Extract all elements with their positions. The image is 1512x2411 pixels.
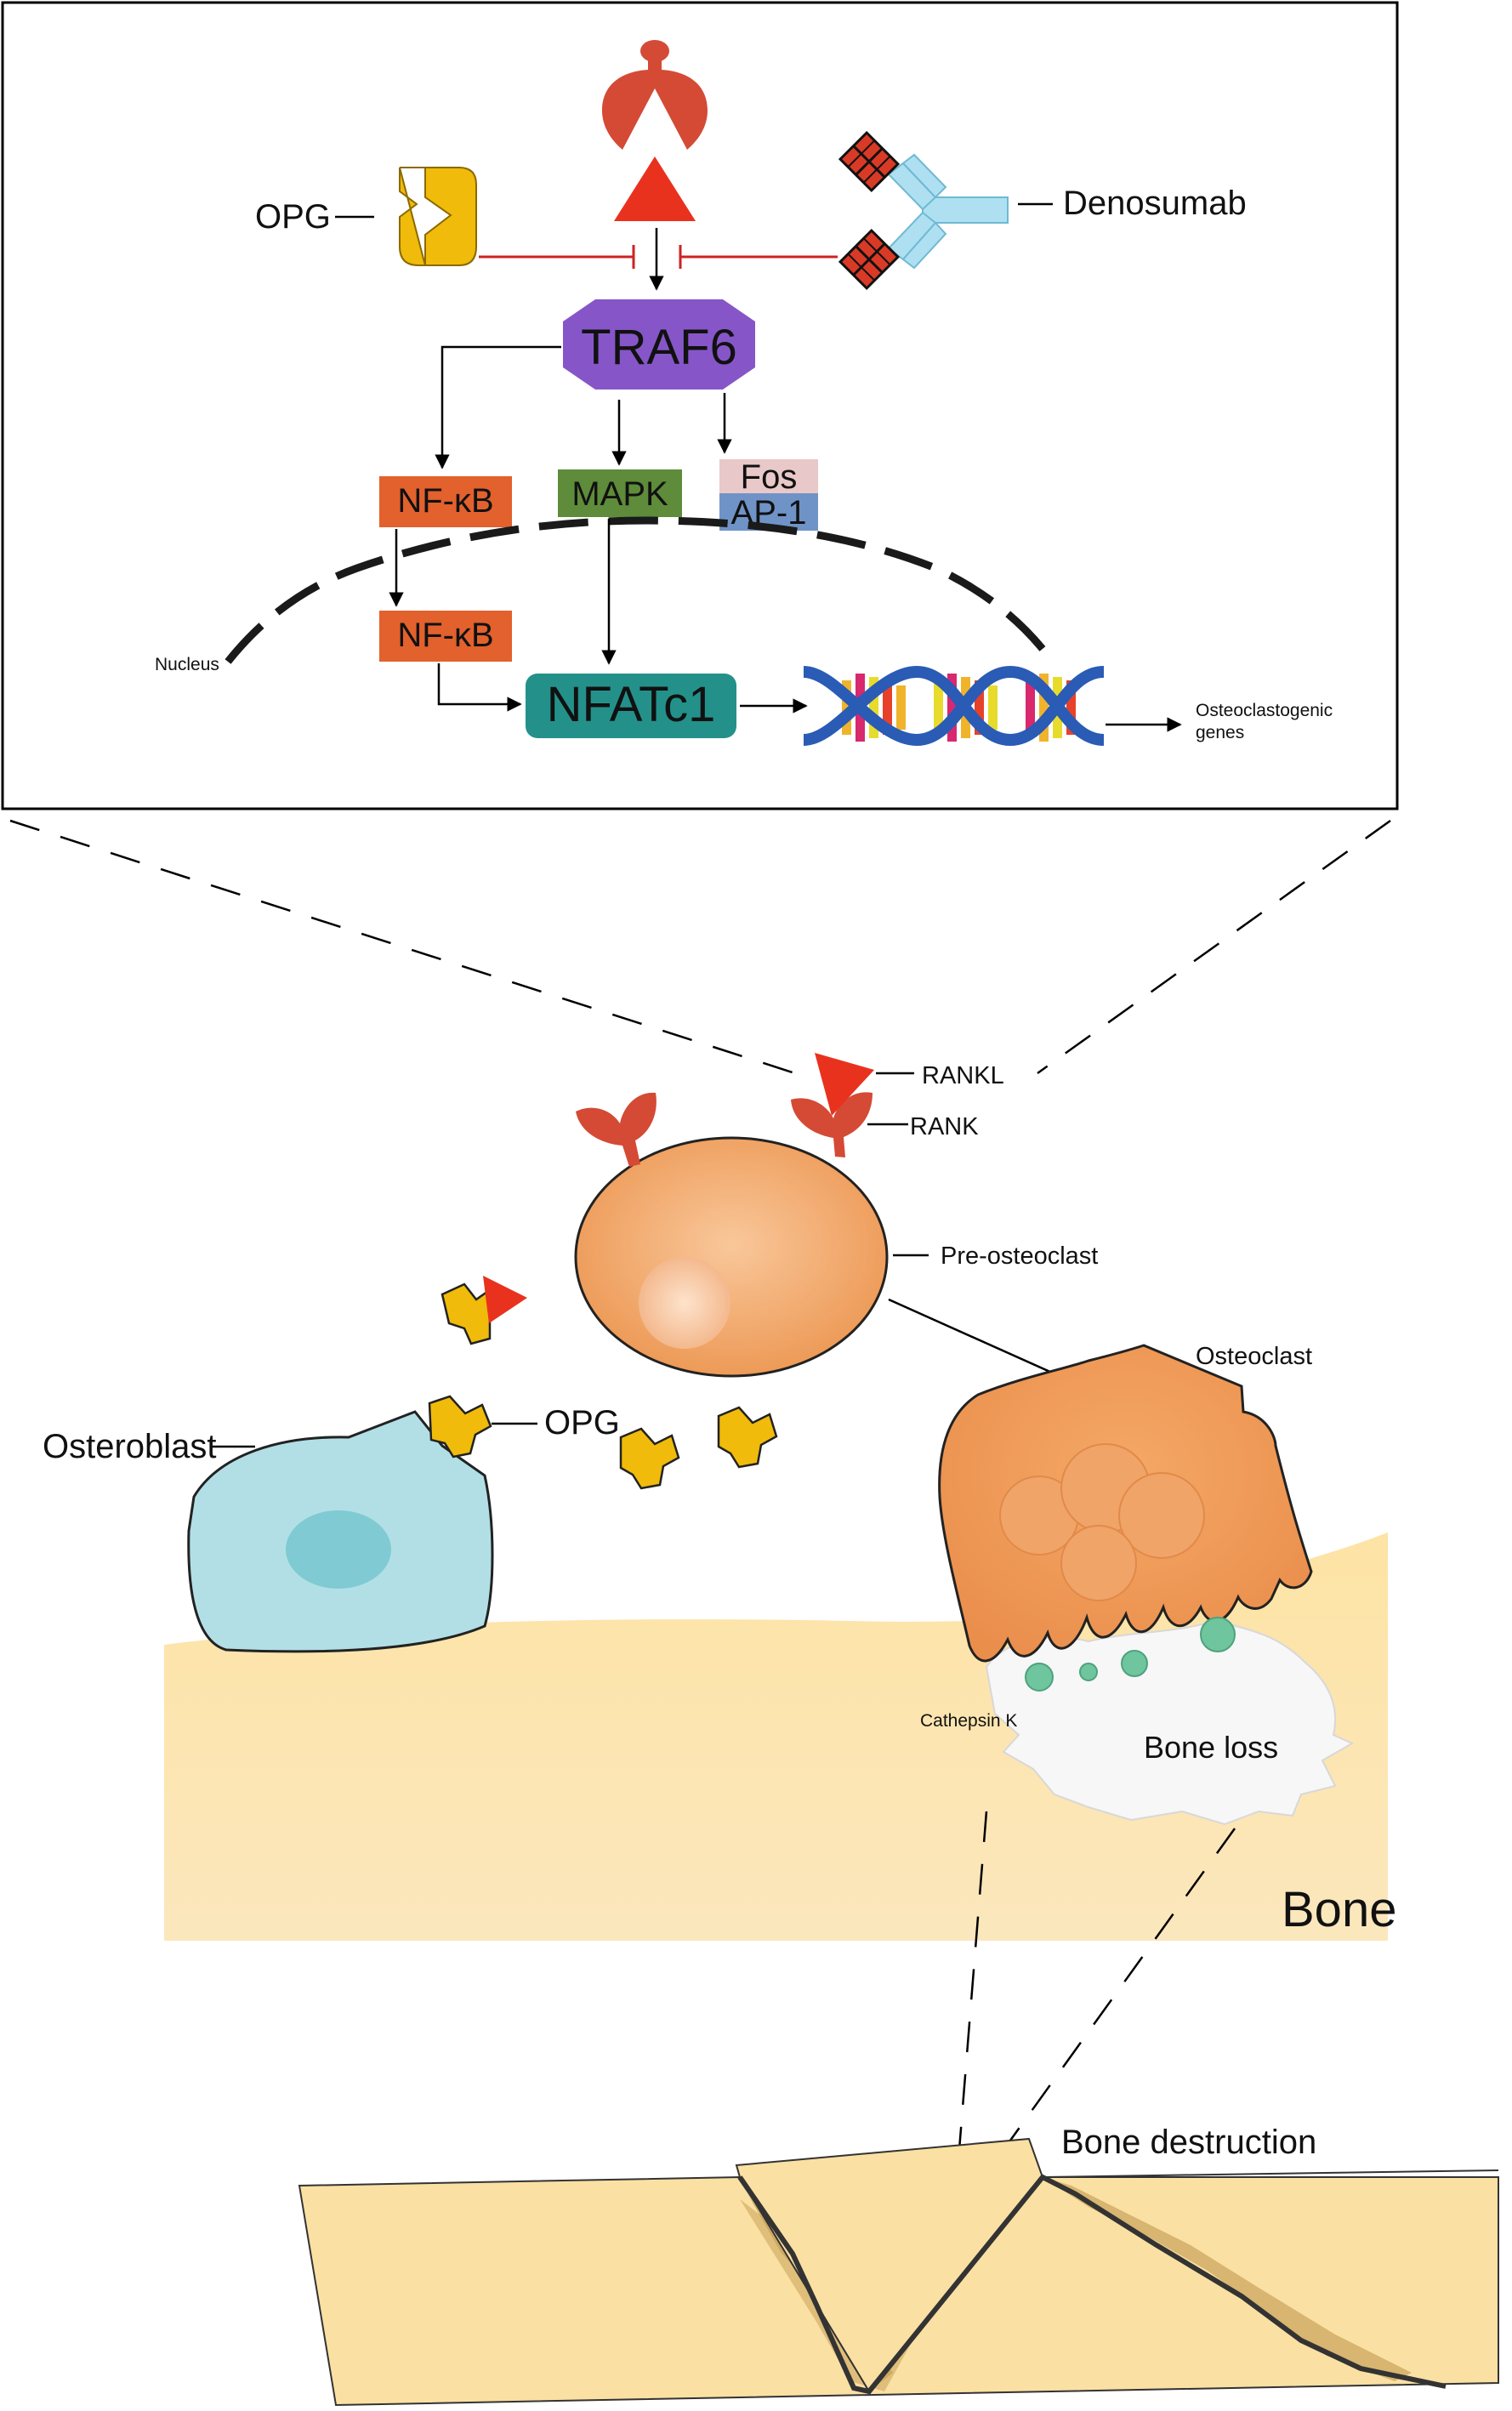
zoom-line-right [1037,819,1391,1075]
svg-text:MAPK: MAPK [571,475,668,513]
arrow-nfkb-nfatc1 [437,663,522,712]
bone-matrix [164,1532,1388,1941]
preosteoclast-cell [574,1136,889,1378]
nucleus-membrane [225,516,1049,664]
bone-destruction-label: Bone destruction [1061,2124,1316,2161]
traf6-node: TRAF6 [563,299,755,390]
osteoclast-cell [938,1344,1313,1663]
nfkb-nuclear-node: NF-κB [379,611,512,662]
opg-bound-rankl-icon [483,1276,527,1323]
zoom-line-bone-left [958,1811,988,2151]
zoom-line-left [9,819,796,1075]
genes-label-line2: genes [1196,723,1244,742]
genes-label-line1: Osteoclastogenic [1196,701,1333,720]
bone-loss-pit [985,1618,1355,1826]
rank-receptor-icon [602,40,708,150]
arrow-traf6-nfkb [435,345,561,469]
mapk-node: MAPK [558,469,682,517]
rankl-bound-icon [815,1053,874,1116]
fos-ap1-node: Fos AP-1 [719,458,818,532]
rank-label: RANK [910,1113,979,1140]
rankl-ligand-icon [614,156,696,221]
opg-scene-label: OPG [544,1404,620,1441]
zoom-line-bone-right [1002,1828,1236,2151]
rank-receptor-icon [576,1092,657,1167]
opg-inhibition-line [479,245,635,269]
rank-receptor-icon [791,1092,873,1157]
preosteoclast-label: Pre-osteoclast [941,1242,1098,1270]
dna-helix-icon [803,665,1105,747]
opg-inset-label: OPG [255,198,331,236]
bone-destruction-illustration [298,2137,1499,2407]
denosumab-label: Denosumab [1063,185,1247,222]
svg-text:Fos: Fos [741,458,798,496]
rankl-label: RANKL [922,1062,1004,1089]
svg-text:NF-κB: NF-κB [397,482,493,520]
nucleus-label: Nucleus [155,655,219,674]
nfkb-cytoplasm-node: NF-κB [379,476,512,527]
svg-text:NF-κB: NF-κB [397,617,493,654]
denosumab-inhibition-line [679,245,838,269]
cathepsin-k-granules [1025,1617,1236,1692]
opg-molecule-icon [428,1282,778,1490]
nfatc1-node: NFATc1 [526,674,736,738]
osteoblast-label: Osteroblast [43,1428,217,1465]
osteoclast-label: Osteoclast [1196,1343,1312,1370]
bone-loss-label: Bone loss [1144,1730,1278,1765]
bone-label: Bone [1282,1882,1396,1937]
opg-inset-icon [399,167,477,266]
osteoblast-cell [187,1410,494,1653]
svg-text:TRAF6: TRAF6 [581,320,737,375]
svg-text:NFATc1: NFATc1 [547,677,716,732]
denosumab-antibody-icon [838,130,1009,291]
cathepsin-label: Cathepsin K [920,1711,1017,1731]
